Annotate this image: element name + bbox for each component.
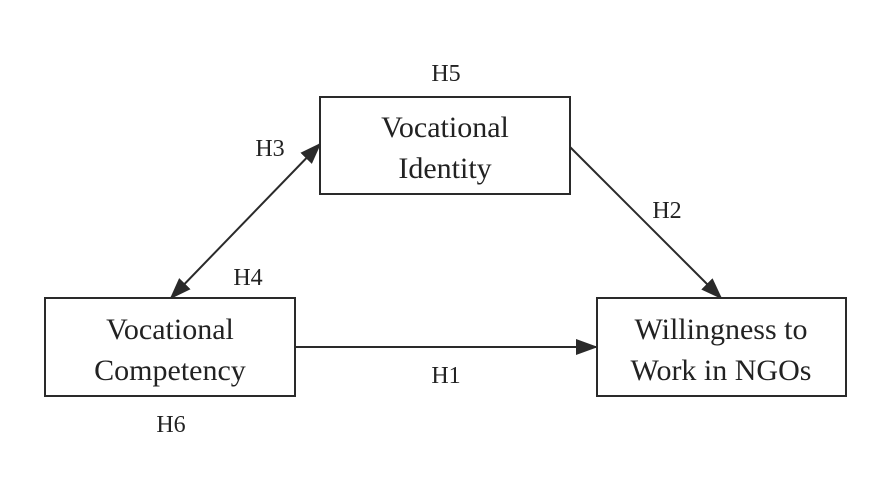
hypothesis-label-h4: H4 [233,265,262,291]
hypothesis-label-h3: H3 [255,136,284,162]
hypothesis-label-h5: H5 [431,61,460,87]
node-willingness-line2: Work in NGOs [631,354,812,387]
node-vocational-competency-line1: Vocational [106,313,234,346]
node-vocational-identity-line2: Identity [398,152,491,185]
node-willingness-to-work-in-ngos: Willingness to Work in NGOs [596,297,847,397]
hypothesis-label-h6: H6 [156,412,185,438]
node-vocational-identity-line1: Vocational [381,111,509,144]
node-vocational-identity: Vocational Identity [319,96,571,195]
edge-competency-identity-bidirectional [169,142,322,300]
hypothesis-label-h2: H2 [652,198,681,224]
node-vocational-competency: Vocational Competency [44,297,296,397]
hypothesis-label-h1: H1 [431,363,460,389]
node-willingness-line1: Willingness to [635,313,808,346]
edge-identity-to-willingness [569,146,723,300]
node-vocational-competency-line2: Competency [94,354,246,387]
